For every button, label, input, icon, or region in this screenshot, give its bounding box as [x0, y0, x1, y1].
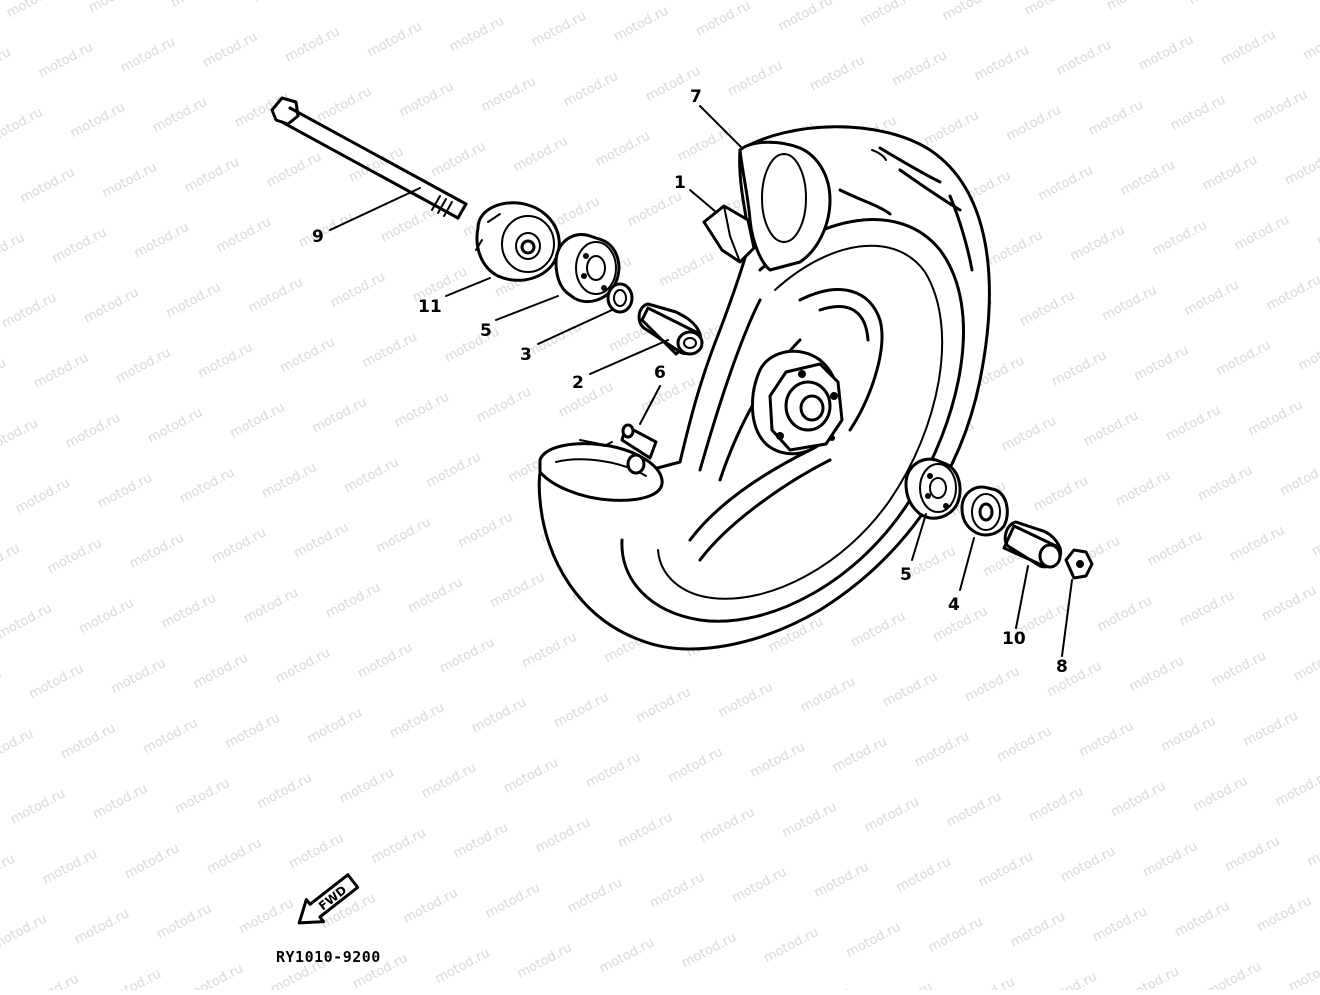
seal-part [606, 282, 634, 314]
callouts: 1 2 3 4 5 5 6 7 8 9 10 11 [312, 87, 1068, 677]
wheel-tire-part [537, 125, 991, 651]
spacer-part-right [1002, 520, 1063, 569]
bearing-part-right [904, 457, 962, 520]
callout-9: 9 [312, 227, 324, 247]
valve-part [579, 423, 658, 475]
oil-seal-part [960, 485, 1009, 537]
callout-5-right: 5 [900, 565, 912, 585]
leader-lines [329, 105, 1073, 657]
callout-6: 6 [654, 363, 666, 383]
callout-8: 8 [1056, 657, 1068, 677]
axle-nut-part [1064, 548, 1094, 580]
callout-10: 10 [1002, 629, 1026, 649]
axle-part [270, 96, 468, 220]
callout-4: 4 [948, 595, 960, 615]
callout-11: 11 [418, 297, 442, 317]
spacer-part-left [637, 302, 704, 356]
collar-part [475, 201, 561, 282]
callout-3: 3 [520, 345, 532, 365]
callout-7: 7 [690, 87, 702, 107]
diagram-code: RY1010-9200 [276, 948, 381, 966]
callout-1: 1 [674, 173, 686, 193]
callout-2: 2 [572, 373, 584, 393]
callout-5-top: 5 [480, 321, 492, 341]
